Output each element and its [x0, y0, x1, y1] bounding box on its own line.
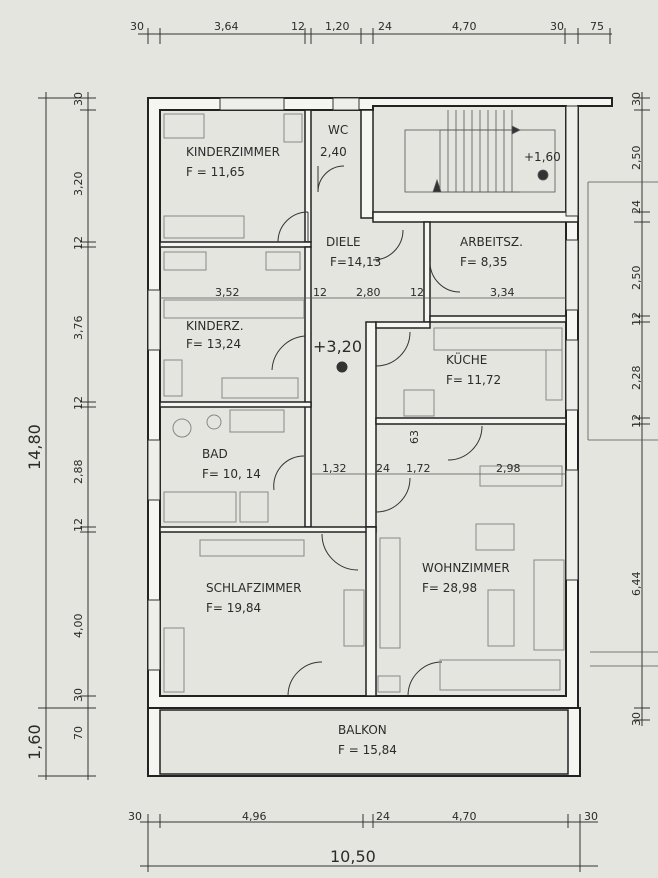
dim-top-2: 3,64: [214, 20, 239, 33]
dim-top-5: 24: [378, 20, 392, 33]
dim-inner-4: 12: [410, 286, 424, 299]
furniture: [163, 113, 565, 693]
level-stair: +1,60: [524, 150, 561, 164]
room-bad-area: F= 10, 14: [202, 467, 261, 481]
room-wohnzimmer-name: WOHNZIMMER: [422, 561, 510, 575]
dim-left-1: 30: [72, 92, 85, 106]
doors: [271, 165, 483, 697]
dim-inner-7: 24: [376, 462, 390, 475]
dim-total-balcony: 1,60: [25, 724, 44, 760]
dim-top-3: 12: [291, 20, 305, 33]
dim-top-4: 1,20: [325, 20, 350, 33]
dim-total-width: 10,50: [330, 847, 376, 866]
dims-left: 30 3,20 12 3,76 12 2,88 12 4,00 30 70 14…: [25, 92, 85, 760]
dim-top-1: 30: [130, 20, 144, 33]
walls: [147, 97, 613, 777]
room-wc-name: WC: [328, 123, 348, 137]
room-diele-name: DIELE: [326, 235, 361, 249]
room-wohnzimmer-area: F= 28,98: [422, 581, 477, 595]
room-wc-area: 2,40: [320, 145, 347, 159]
room-kinderzimmer-name: KINDERZIMMER: [186, 145, 280, 159]
dim-total-height: 14,80: [25, 424, 44, 470]
dim-left-8: 4,00: [72, 614, 85, 639]
dim-right-8: 6,44: [630, 572, 643, 597]
dim-bottom-2: 4,96: [242, 810, 267, 823]
dim-right-4: 2,50: [630, 266, 643, 291]
dim-right-5: 12: [630, 312, 643, 326]
dim-left-5: 12: [72, 396, 85, 410]
dim-left-6: 2,88: [72, 460, 85, 485]
staircase: [404, 110, 556, 193]
dimension-lines: [38, 28, 650, 872]
room-balkon-area: F = 15,84: [338, 743, 397, 757]
dims-right: 30 2,50 24 2,50 12 2,28 12 6,44 30: [630, 92, 643, 726]
room-kinderzimmer-area: F = 11,65: [186, 165, 245, 179]
room-diele-area: F=14,13: [330, 255, 381, 269]
dim-left-4: 3,76: [72, 316, 85, 341]
dim-inner-5: 3,34: [490, 286, 515, 299]
dim-inner-8: 1,72: [406, 462, 431, 475]
dim-top-8: 75: [590, 20, 604, 33]
room-arbeitsz-area: F= 8,35: [460, 255, 508, 269]
dim-right-2: 2,50: [630, 146, 643, 171]
dim-inner-1: 3,52: [215, 286, 240, 299]
dim-left-10: 70: [72, 726, 85, 740]
dim-right-7: 12: [630, 414, 643, 428]
dim-right-1: 30: [630, 92, 643, 106]
dim-bottom-3: 24: [376, 810, 390, 823]
dim-bottom-5: 30: [584, 810, 598, 823]
inner-dims: [160, 297, 566, 475]
dim-right-9: 30: [630, 712, 643, 726]
room-kinderz-name: KINDERZ.: [186, 319, 244, 333]
dim-bottom-1: 30: [128, 810, 142, 823]
room-bad-name: BAD: [202, 447, 228, 461]
windows: [147, 97, 579, 671]
dim-right-6: 2,28: [630, 366, 643, 391]
room-balkon-name: BALKON: [338, 723, 387, 737]
room-kueche-name: KÜCHE: [446, 351, 487, 367]
room-schlafzimmer-name: SCHLAFZIMMER: [206, 581, 301, 595]
room-kueche-area: F= 11,72: [446, 373, 501, 387]
room-schlafzimmer-area: F= 19,84: [206, 601, 261, 615]
dim-right-3: 24: [630, 200, 643, 214]
dim-bottom-4: 4,70: [452, 810, 477, 823]
interior-walls: [159, 109, 579, 697]
dim-top-6: 4,70: [452, 20, 477, 33]
room-arbeitsz-name: ARBEITSZ.: [460, 235, 523, 249]
level-main: +3,20: [313, 337, 362, 356]
terrace-outline: [587, 181, 658, 667]
dim-inner-6: 1,32: [322, 462, 347, 475]
dim-left-7: 12: [72, 518, 85, 532]
dim-inner-3: 2,80: [356, 286, 381, 299]
dim-inner-2: 12: [313, 286, 327, 299]
dim-inner-9: 2,98: [496, 462, 521, 475]
dim-left-9: 30: [72, 688, 85, 702]
room-kinderz-area: F= 13,24: [186, 337, 241, 351]
dim-top-7: 30: [550, 20, 564, 33]
dim-kitchen-small: 63: [408, 430, 421, 444]
dim-left-2: 3,20: [72, 172, 85, 197]
dim-left-3: 12: [72, 236, 85, 250]
